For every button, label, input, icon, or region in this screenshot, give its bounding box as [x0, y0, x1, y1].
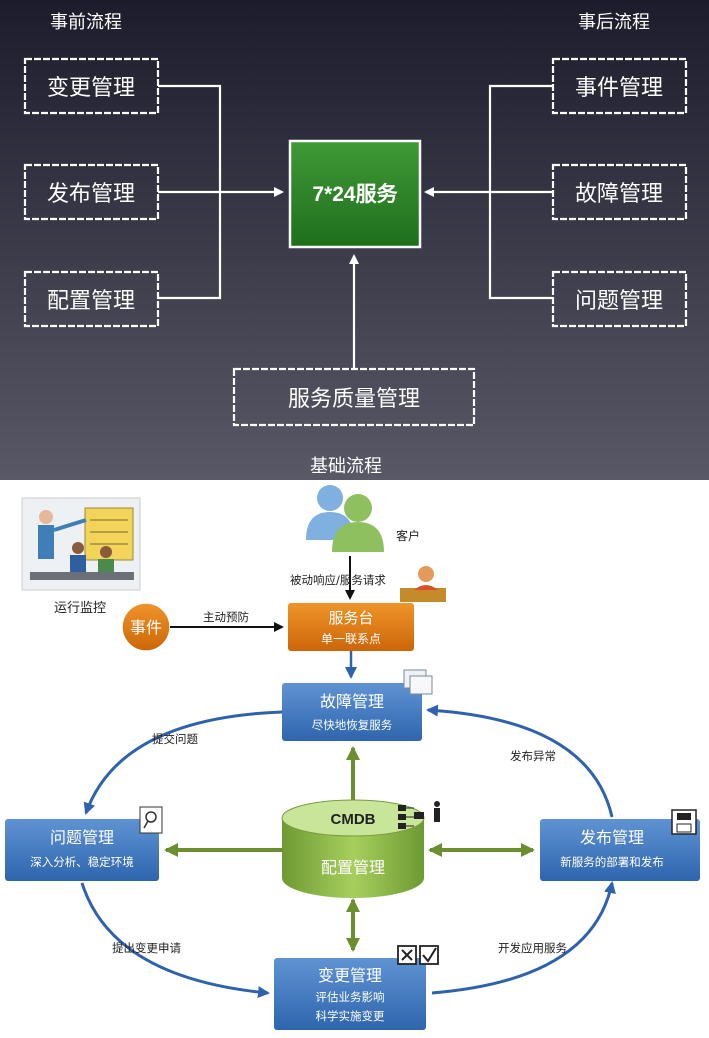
customer-label: 客户 [396, 528, 420, 543]
event-label: 事件 [130, 618, 162, 637]
right-box-label: 事件管理 [575, 76, 663, 101]
service-desk-title: 服务台 [328, 609, 373, 627]
arc-problem-to-change [80, 882, 270, 999]
service-desk-node: 服务台 单一联系点 [288, 603, 414, 651]
center-box: 7*24服务 [288, 139, 422, 249]
left-box-change: 变更管理 [23, 57, 160, 115]
label-base: 基础流程 [310, 456, 382, 477]
label-before: 事前流程 [50, 12, 122, 33]
active-label: 主动预防 [203, 610, 249, 624]
left-box-label: 发布管理 [47, 182, 135, 207]
arc-incident-to-problem [83, 710, 283, 815]
hierarchy-person-icon [398, 801, 440, 829]
release-title: 发布管理 [580, 828, 644, 847]
monitoring-illustration [21, 497, 141, 591]
event-node: 事件 [121, 602, 171, 652]
release-node: 发布管理 新服务的部署和发布 [540, 809, 700, 881]
arc-release-to-incident [426, 704, 614, 818]
right-box-problem: 问题管理 [551, 270, 688, 328]
label-after: 事后流程 [578, 12, 650, 33]
bottom-box-label: 服务质量管理 [288, 387, 420, 412]
release-subtitle: 新服务的部署和发布 [560, 855, 664, 869]
right-box-event: 事件管理 [551, 57, 688, 115]
left-box-label: 配置管理 [47, 289, 135, 314]
arc-change-request-label: 提出变更申请 [112, 941, 181, 955]
incident-node: 故障管理 尽快地恢复服务 [282, 669, 433, 741]
arc-submit-problem-label: 提交问题 [152, 732, 198, 746]
problem-title: 问题管理 [50, 828, 114, 847]
left-box-config: 配置管理 [23, 270, 160, 328]
arc-release-exception-label: 发布异常 [510, 749, 556, 763]
change-node: 变更管理 评估业务影响 科学实施变更 [274, 945, 439, 1030]
left-box-label: 变更管理 [47, 76, 135, 101]
process-panel: 运行监控 客户 被动响应/服务请求 事件 主动预防 服务台 单一 [0, 480, 709, 1038]
arc-deploy-service-label: 开发应用服务 [498, 941, 567, 955]
cmdb-subtitle: 配置管理 [321, 858, 385, 877]
cmdb-node: CMDB 配置管理 [281, 799, 440, 898]
service-desk-subtitle: 单一联系点 [321, 632, 381, 646]
magnifier-icon [139, 806, 163, 834]
change-title: 变更管理 [318, 966, 382, 985]
problem-subtitle: 深入分析、稳定环境 [30, 855, 134, 869]
incident-title: 故障管理 [320, 692, 384, 711]
customer-icon [306, 485, 384, 552]
cmdb-title: CMDB [331, 811, 376, 828]
right-box-incident: 故障管理 [551, 163, 688, 221]
incident-subtitle: 尽快地恢复服务 [312, 718, 393, 732]
monitor-label: 运行监控 [54, 601, 106, 616]
chalkboard-panel: 事前流程 事后流程 基础流程 变更管理 发布管理 配置管理 事件管理 故障管理 [0, 0, 709, 480]
change-line1: 评估业务影响 [316, 990, 385, 1004]
problem-node: 问题管理 深入分析、稳定环境 [5, 806, 163, 881]
change-line2: 科学实施变更 [316, 1009, 385, 1023]
checkbox-icons [397, 945, 439, 965]
floppy-disk-icon [671, 809, 697, 835]
right-box-label: 问题管理 [575, 289, 663, 314]
center-box-label: 7*24服务 [312, 182, 398, 206]
left-box-release: 发布管理 [23, 163, 160, 221]
operator-icon [400, 566, 446, 602]
right-box-label: 故障管理 [575, 182, 663, 207]
arc-change-to-release [431, 881, 616, 995]
passive-label: 被动响应/服务请求 [290, 573, 386, 587]
